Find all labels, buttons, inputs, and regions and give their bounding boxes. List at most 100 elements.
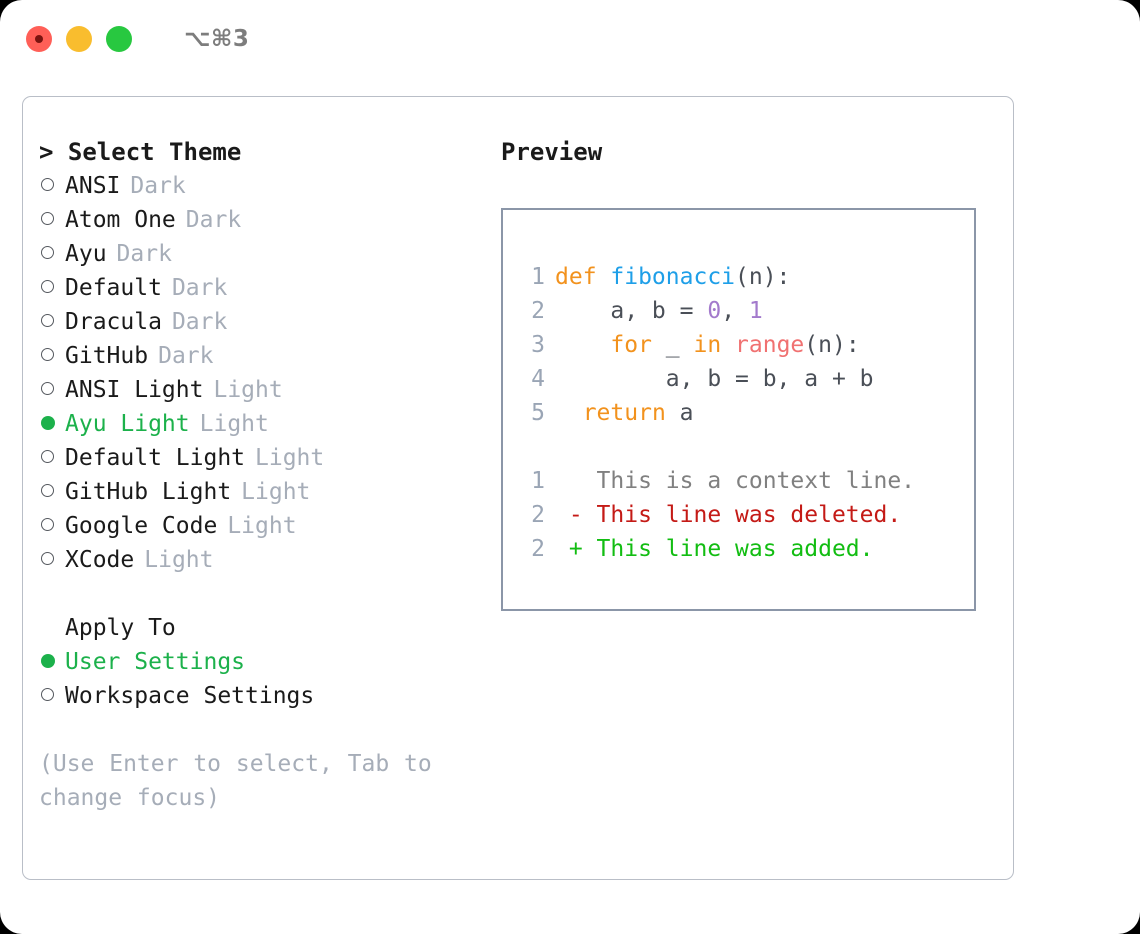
close-window-button[interactable]: [26, 26, 52, 52]
code-token-num: 0: [707, 298, 722, 324]
code-line-number: 4: [531, 366, 545, 392]
diff-line-del: 2 - This line was deleted.: [503, 498, 974, 532]
code-token-kw: return: [582, 400, 666, 426]
keyboard-shortcut-label: ⌥⌘3: [184, 26, 250, 52]
code-line-number: 3: [531, 332, 545, 358]
code-token-plain: a, b = b, a + b: [555, 366, 874, 392]
diff-line-number: 2: [531, 502, 545, 528]
theme-option-label: GitHub: [65, 343, 149, 369]
preview-heading: Preview: [501, 138, 603, 166]
radio-empty-icon: [41, 246, 54, 259]
theme-option-label: ANSI: [65, 173, 121, 199]
radio-filled-icon: [41, 654, 55, 668]
code-token-plain: a: [665, 400, 694, 426]
code-token-plain: a, b =: [555, 298, 708, 324]
code-token-plain: [721, 328, 735, 362]
theme-option-label: Atom One: [65, 207, 176, 233]
diff-line-text: This is a context line.: [555, 468, 916, 494]
minimize-window-button[interactable]: [66, 26, 92, 52]
theme-option-label: GitHub Light: [65, 479, 232, 505]
apply-to-option-0[interactable]: User Settings: [39, 645, 489, 679]
theme-option-label: Default: [65, 275, 162, 301]
theme-option-label: ANSI Light: [65, 377, 204, 403]
code-token-plain: (n):: [735, 264, 791, 290]
code-token-plain: ,: [721, 298, 749, 324]
apply-to-label: Apply To: [65, 615, 176, 641]
code-token-kw: in: [693, 332, 722, 358]
theme-option-label: Ayu: [65, 241, 107, 267]
diff-line-text: + This line was added.: [555, 536, 874, 562]
diff-sample: 1 This is a context line.2 - This line w…: [503, 464, 974, 566]
radio-empty-icon: [41, 688, 54, 701]
radio-empty-icon: [41, 382, 54, 395]
diff-line-add: 2 + This line was added.: [503, 532, 974, 566]
theme-variant-label: Light: [227, 513, 297, 539]
theme-option-label: Dracula: [65, 309, 162, 335]
code-line: 4 a, b = b, a + b: [503, 362, 974, 396]
theme-option-7[interactable]: Ayu Light Light: [39, 407, 489, 441]
theme-variant-label: Light: [241, 479, 311, 505]
theme-variant-label: Light: [144, 547, 214, 573]
code-token-num: 1: [748, 298, 763, 324]
radio-empty-icon: [41, 178, 54, 191]
code-line-number: 2: [531, 298, 545, 324]
diff-line-number: 2: [531, 536, 545, 562]
code-line: 3 for _ in range(n):: [503, 328, 974, 362]
theme-option-2[interactable]: Ayu Dark: [39, 237, 489, 271]
code-token-kw: for: [610, 332, 652, 358]
theme-option-1[interactable]: Atom One Dark: [39, 203, 489, 237]
select-theme-heading: > Select Theme: [39, 138, 242, 166]
code-line-number: 5: [531, 400, 545, 426]
radio-empty-icon: [41, 484, 54, 497]
radio-empty-icon: [41, 552, 54, 565]
diff-line-text: - This line was deleted.: [555, 502, 902, 528]
code-line: 5 return a: [503, 396, 974, 430]
code-line-number: 1: [531, 264, 545, 290]
radio-empty-icon: [41, 280, 54, 293]
theme-variant-label: Light: [199, 411, 269, 437]
code-line: 2 a, b = 0, 1: [503, 294, 974, 328]
theme-option-10[interactable]: Google Code Light: [39, 509, 489, 543]
theme-option-6[interactable]: ANSI Light Light: [39, 373, 489, 407]
code-gap: [503, 430, 974, 464]
apply-to-option-label: Workspace Settings: [65, 683, 315, 709]
diff-line-ctx: 1 This is a context line.: [503, 464, 974, 498]
close-icon: [35, 35, 43, 43]
theme-variant-label: Dark: [171, 309, 228, 335]
theme-variant-label: Light: [255, 445, 325, 471]
radio-filled-icon: [41, 416, 55, 430]
theme-option-label: Google Code: [65, 513, 218, 539]
theme-variant-label: Dark: [158, 343, 214, 369]
theme-option-5[interactable]: GitHub Dark: [39, 339, 489, 373]
theme-variant-label: Light: [213, 377, 283, 403]
theme-option-4[interactable]: Dracula Dark: [39, 305, 489, 339]
apply-to-option-label: User Settings: [65, 649, 246, 675]
maximize-window-button[interactable]: [106, 26, 132, 52]
radio-empty-icon: [41, 450, 54, 463]
radio-empty-icon: [41, 518, 54, 531]
theme-option-label: Ayu Light: [65, 411, 190, 437]
keyboard-hint-text: (Use Enter to select, Tab to change focu…: [39, 751, 432, 811]
code-token-plain: _: [651, 332, 694, 358]
theme-variant-label: Dark: [185, 207, 242, 233]
apply-to-option-1[interactable]: Workspace Settings: [39, 679, 489, 713]
list-spacer: [39, 577, 489, 611]
title-bar: ⌥⌘3: [0, 0, 1140, 78]
code-token-plain: [555, 328, 610, 362]
code-token-kw: def: [555, 264, 611, 290]
diff-line-number: 1: [531, 468, 545, 494]
theme-variant-label: Dark: [116, 241, 172, 267]
theme-option-9[interactable]: GitHub Light Light: [39, 475, 489, 509]
